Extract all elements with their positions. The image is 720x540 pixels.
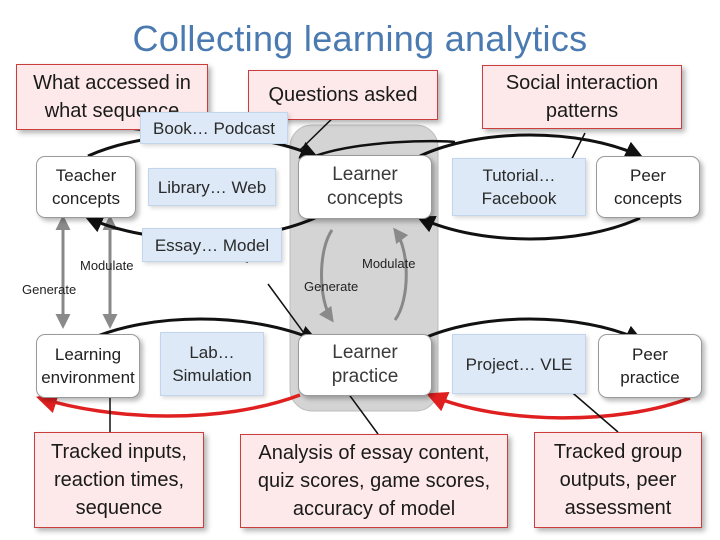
node-label: Learning: [54, 345, 122, 364]
callout-analysis: Analysis of essay content, quiz scores, …: [240, 434, 508, 528]
node-label: Learner: [332, 342, 398, 363]
node-label: practice: [331, 366, 399, 387]
label-generate-left: Generate: [22, 282, 77, 297]
label-modulate-left: Modulate: [80, 258, 134, 273]
node-peer-practice: Peer practice: [598, 334, 702, 398]
callout-line: What accessed in: [33, 72, 191, 94]
node-label: Teacher: [55, 166, 117, 185]
tech-tutorial-facebook: Tutorial… Facebook: [452, 158, 586, 216]
tech-lab-simulation: Lab… Simulation: [160, 332, 264, 396]
node-label: Peer: [632, 345, 668, 364]
callout-line: accuracy of model: [292, 498, 456, 520]
callout-line: Social interaction: [505, 72, 659, 94]
tech-library-web: Library… Web: [148, 168, 276, 206]
tech-label: Essay… Model: [154, 235, 270, 255]
callout-social-interaction: Social interaction patterns: [482, 65, 682, 129]
callout-line: sequence: [75, 497, 163, 519]
node-label: concepts: [613, 189, 683, 208]
callout-questions-asked: Questions asked: [248, 70, 438, 120]
node-teacher-concepts: Teacher concepts: [36, 156, 136, 218]
callout-line: Tracked group: [553, 441, 683, 463]
label-generate-right: Generate: [304, 279, 359, 294]
callout-line: patterns: [545, 100, 619, 122]
tech-label: Lab…: [189, 343, 235, 362]
callout-line: outputs, peer: [559, 469, 677, 491]
callout-tracked-inputs: Tracked inputs, reaction times, sequence: [34, 432, 204, 528]
tech-label: Tutorial…: [482, 166, 556, 185]
tech-label: Library… Web: [157, 177, 267, 197]
tech-label: Project… VLE: [465, 354, 573, 374]
node-label: Peer: [630, 166, 666, 185]
node-learner-concepts: Learner concepts: [298, 155, 432, 219]
node-label: Learner: [332, 164, 398, 185]
node-learning-environment: Learning environment: [36, 334, 140, 398]
node-peer-concepts: Peer concepts: [596, 156, 700, 218]
callout-tracked-group: Tracked group outputs, peer assessment: [534, 432, 702, 528]
tech-label: Simulation: [172, 366, 252, 385]
label-modulate-right: Modulate: [362, 256, 416, 271]
diagram-title: Collecting learning analytics: [132, 18, 588, 59]
node-learner-practice: Learner practice: [298, 334, 432, 396]
callout-line: Questions asked: [268, 84, 418, 106]
callout-line: Analysis of essay content,: [258, 442, 490, 464]
tech-label: Book… Podcast: [153, 118, 275, 138]
node-label: environment: [41, 368, 135, 387]
callout-line: assessment: [564, 497, 672, 519]
callout-line: reaction times,: [53, 469, 185, 491]
callout-line: Tracked inputs,: [51, 441, 187, 463]
callout-line: quiz scores, game scores,: [257, 470, 491, 492]
tech-essay-model: Essay… Model: [142, 228, 282, 262]
tech-book-podcast: Book… Podcast: [140, 112, 288, 144]
node-label: concepts: [326, 188, 404, 209]
node-label: practice: [620, 368, 680, 387]
tech-project-vle: Project… VLE: [452, 334, 586, 394]
tech-label: Facebook: [481, 189, 557, 208]
node-label: concepts: [51, 189, 121, 208]
